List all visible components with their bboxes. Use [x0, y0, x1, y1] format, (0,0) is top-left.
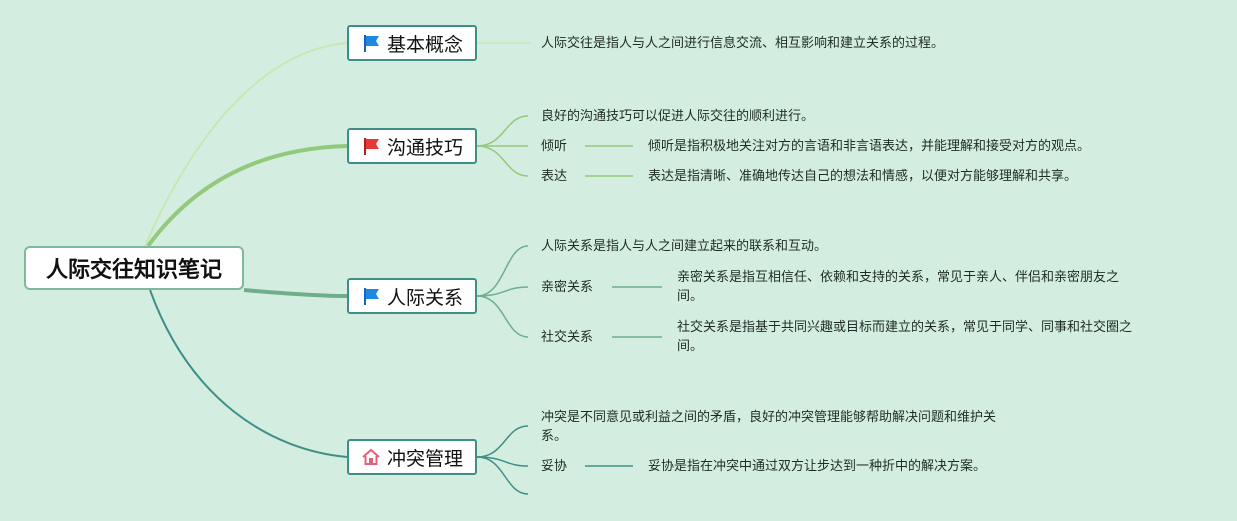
branch-conflict[interactable]: 冲突管理 [347, 439, 477, 475]
branch-communication[interactable]: 沟通技巧 [347, 128, 477, 164]
link-conflict-note [476, 425, 529, 458]
link-root-basic [144, 42, 348, 247]
link-rel-note [476, 245, 529, 297]
root-title: 人际交往知识笔记 [45, 258, 222, 283]
text-compromise: 妥协是指在冲突中通过双方让步达到一种折中的解决方案。 [648, 459, 987, 474]
branch-relations[interactable]: 人际关系 [347, 278, 477, 314]
blue-flag-icon [363, 35, 379, 52]
text-listen: 倾听是指积极地关注对方的言语和非言语表达，并能理解和接受对方的观点。 [648, 139, 1091, 154]
link-comm-note [476, 115, 529, 147]
link-root-relations [243, 288, 348, 298]
text-social-line2: 间。 [677, 339, 704, 354]
label-social: 社交关系 [541, 330, 594, 345]
branch-title: 人际关系 [386, 286, 463, 309]
label-compromise: 妥协 [541, 459, 568, 474]
house-icon [362, 448, 380, 465]
note-relations: 人际关系是指人与人之间建立起来的联系和互动。 [541, 239, 828, 254]
note-conflict-line2: 系。 [541, 429, 568, 444]
link-comm-express [476, 145, 529, 177]
branch-title: 基本概念 [386, 33, 463, 56]
note-basic-concept: 人际交往是指人与人之间进行信息交流、相互影响和建立关系的过程。 [541, 36, 945, 51]
label-intimate: 亲密关系 [541, 280, 594, 295]
link-root-conflict [149, 289, 348, 458]
note-communication: 良好的沟通技巧可以促进人际交往的顺利进行。 [541, 109, 815, 124]
text-social-line1: 社交关系是指基于共同兴趣或目标而建立的关系，常见于同学、同事和社交圈之 [677, 320, 1133, 335]
link-root-communication [146, 144, 348, 248]
link-rel-social [476, 295, 529, 338]
root-node[interactable]: 人际交往知识笔记 [24, 246, 244, 290]
branch-title: 沟通技巧 [386, 136, 463, 159]
link-conflict-empty [476, 456, 529, 495]
text-intimate-line2: 间。 [677, 289, 704, 304]
link-rel-intimate [476, 286, 529, 297]
red-flag-icon [363, 138, 379, 155]
branch-title: 冲突管理 [386, 447, 463, 470]
branch-basic-concept[interactable]: 基本概念 [347, 25, 477, 61]
label-express: 表达 [541, 169, 568, 184]
text-intimate-line1: 亲密关系是指互相信任、依赖和支持的关系，常见于亲人、伴侣和亲密朋友之 [677, 270, 1120, 285]
label-listen: 倾听 [541, 139, 568, 154]
blue-flag-icon [363, 288, 379, 305]
text-express: 表达是指清晰、准确地传达自己的想法和情感，以便对方能够理解和共享。 [648, 169, 1078, 184]
note-conflict-line1: 冲突是不同意见或利益之间的矛盾，良好的冲突管理能够帮助解决问题和维护关 [541, 410, 997, 425]
